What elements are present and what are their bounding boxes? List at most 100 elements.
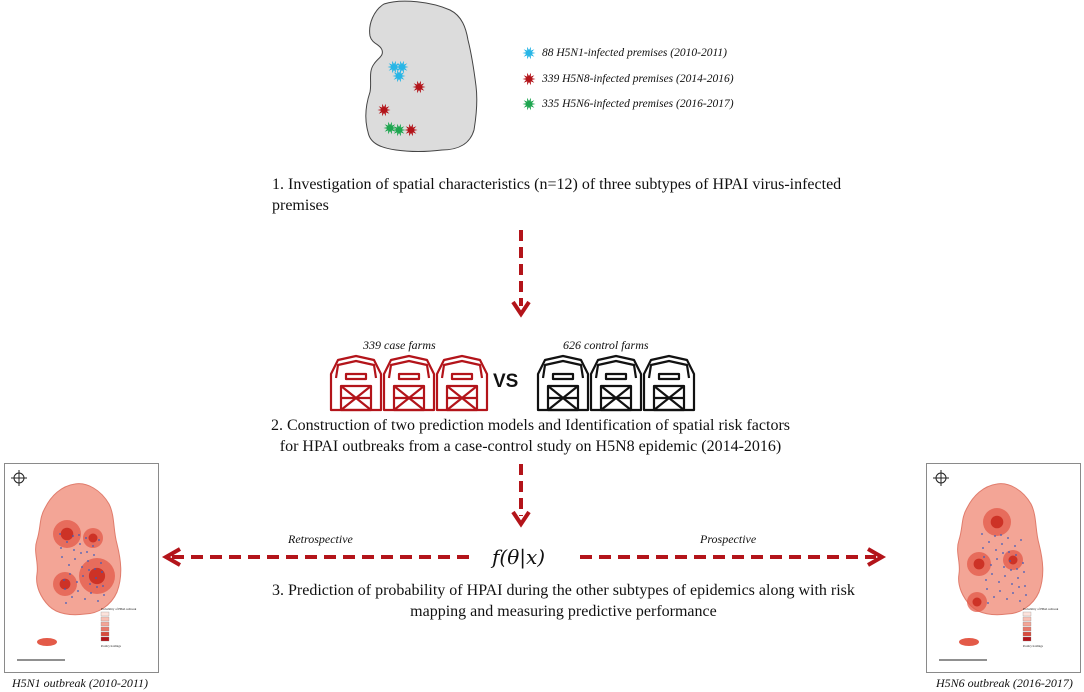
poultry-holding-dot: [1019, 600, 1021, 602]
poultry-holding-dot: [96, 586, 98, 588]
down-arrow-2: [511, 464, 531, 528]
risk-legend-swatch: [100, 621, 110, 627]
risk-legend-swatch: [1022, 621, 1032, 627]
step-3-line-2: mapping and measuring predictive perform…: [410, 603, 717, 620]
risk-hotspot-core: [60, 527, 74, 541]
poultry-holding-dot: [64, 588, 66, 590]
risk-legend-swatch: [1022, 636, 1032, 642]
poultry-holding-dot: [73, 549, 75, 551]
poultry-holding-dot: [998, 581, 1000, 583]
poultry-holding-dot: [100, 562, 102, 564]
poultry-holding-dot: [1023, 571, 1025, 573]
poultry-holding-dot: [80, 552, 82, 554]
poultry-holding-dot: [79, 543, 81, 545]
poultry-holding-dot: [1004, 575, 1006, 577]
step-2-text: 2. Construction of two prediction models…: [271, 415, 790, 457]
poultry-holding-dot: [81, 566, 83, 568]
poultry-holding-dot: [85, 537, 87, 539]
infected-premises-map: [365, 0, 478, 152]
risk-legend-swatch: [100, 631, 110, 637]
poultry-holding-dot: [1002, 552, 1004, 554]
prospective-label: Prospective: [700, 532, 757, 546]
step-1-line-1: 1. Investigation of spatial characterist…: [272, 176, 842, 193]
poultry-holding-dot: [987, 602, 989, 604]
barn-icon: [642, 354, 696, 412]
poultry-holding-dot: [1009, 560, 1011, 562]
versus-label: VS: [493, 371, 519, 392]
step-1-text: 1. Investigation of spatial characterist…: [272, 174, 841, 216]
poultry-holding-dot: [1007, 537, 1009, 539]
infected-premises-marker: [383, 121, 397, 135]
poultry-holding-dot: [94, 568, 96, 570]
poultry-holding-dot: [63, 579, 65, 581]
poultry-holding-dot: [98, 539, 100, 541]
step-1-line-2: premises: [272, 197, 329, 214]
control-farms-barns: [536, 354, 696, 412]
starburst-icon: [522, 46, 536, 60]
poultry-holding-dot: [69, 573, 71, 575]
risk-legend-title: Probability of HPAI outbreak: [101, 607, 137, 611]
step-3-line-1: 3. Prediction of probability of HPAI dur…: [272, 582, 855, 599]
poultry-holding-dot: [988, 541, 990, 543]
poultry-holding-dot: [1014, 545, 1016, 547]
poultry-holding-dot: [60, 547, 62, 549]
poultry-holding-dot: [93, 554, 95, 556]
h5n6-map-caption: H5N6 outbreak (2016-2017): [936, 676, 1073, 690]
poultry-holding-dot: [95, 577, 97, 579]
step-2-line-2: for HPAI outbreaks from a case-control s…: [279, 438, 782, 455]
poultry-holding-dot: [1003, 566, 1005, 568]
infected-premises-marker: [392, 123, 406, 137]
starburst-icon: [522, 72, 536, 86]
risk-surface: [957, 483, 1044, 616]
poultry-holding-dot: [991, 573, 993, 575]
control-farms-label: 626 control farms: [563, 338, 649, 352]
poultry-holding-dot: [1001, 543, 1003, 545]
poultry-holding-dot: [990, 564, 992, 566]
model-formula: f(θ|x): [492, 545, 546, 569]
poultry-holding-dot: [71, 596, 73, 598]
poultry-holding-dot: [1011, 583, 1013, 585]
barn-icon: [589, 354, 643, 412]
poultry-holding-dot: [65, 602, 67, 604]
poultry-holding-dot: [84, 598, 86, 600]
legend-label: 88 H5N1-infected premises (2010-2011): [542, 47, 727, 59]
risk-legend-swatch: [100, 626, 110, 632]
risk-hotspot-core: [1008, 555, 1018, 565]
poultry-holding-dot: [994, 535, 996, 537]
poultry-holding-dot: [1016, 568, 1018, 570]
risk-hotspot-core: [88, 533, 98, 543]
poultry-holding-dot: [1000, 534, 1002, 536]
poultry-holding-dot: [92, 545, 94, 547]
retrospective-label: Retrospective: [288, 532, 353, 546]
poultry-holding-dot: [101, 571, 103, 573]
risk-hotspot-core: [88, 567, 106, 585]
poultry-holding-dot: [77, 590, 79, 592]
jeju-island: [37, 638, 57, 646]
poultry-holding-dot: [995, 549, 997, 551]
compass-icon: [933, 470, 949, 486]
legend-item-h5n6: 335 H5N6-infected premises (2016-2017): [522, 95, 734, 113]
risk-legend-swatch: [1022, 631, 1032, 637]
infected-premises-marker: [404, 123, 418, 137]
poultry-holding-dot: [983, 556, 985, 558]
poultry-holding-dot: [1024, 585, 1026, 587]
poultry-holding-dot: [1017, 577, 1019, 579]
legend-item-h5n1: 88 H5N1-infected premises (2010-2011): [522, 44, 727, 62]
poultry-holding-dot: [89, 583, 91, 585]
barn-icon: [329, 354, 383, 412]
risk-legend-section: Poultry holdings: [101, 644, 122, 648]
step-2-line-1: 2. Construction of two prediction models…: [271, 417, 790, 434]
starburst-icon: [522, 97, 536, 111]
poultry-holding-dot: [66, 541, 68, 543]
poultry-holding-dot: [1025, 594, 1027, 596]
poultry-holding-dot: [1010, 569, 1012, 571]
risk-legend-swatch: [1022, 611, 1032, 617]
step-3-text: 3. Prediction of probability of HPAI dur…: [272, 580, 855, 622]
barn-icon: [536, 354, 590, 412]
poultry-holding-dot: [90, 592, 92, 594]
poultry-holding-dot: [981, 533, 983, 535]
poultry-holding-dot: [78, 534, 80, 536]
case-farms-label: 339 case farms: [363, 338, 436, 352]
peninsula-outline: [365, 0, 478, 152]
